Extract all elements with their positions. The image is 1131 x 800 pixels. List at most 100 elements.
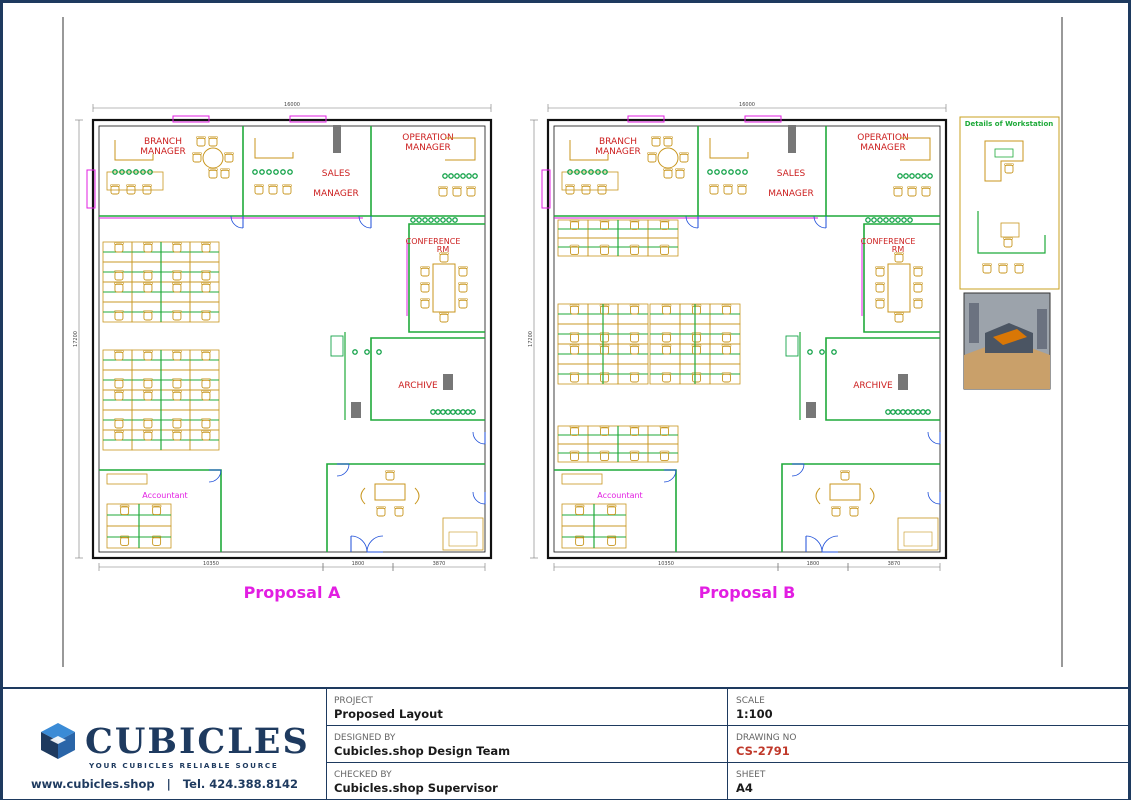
l-desk [984,140,1024,182]
plant [422,217,428,223]
chair-back [599,372,610,375]
chair [120,536,130,546]
chair-back [143,242,153,245]
chair [565,185,575,195]
chair [201,311,211,321]
chair [172,351,182,361]
lounge-partition [326,463,485,552]
chair [114,283,124,293]
column [898,374,908,390]
plant [266,169,272,175]
chair-back [192,152,202,155]
inner-wall [98,125,486,553]
desk [1000,222,1020,238]
chair-back [201,350,211,353]
chair-back [172,310,182,313]
chair-back [606,535,617,539]
inner-wall [553,125,941,553]
chair-back [709,184,719,187]
sheet-value: A4 [736,781,753,795]
chair-back [982,263,992,266]
plant [452,217,458,223]
chair-back [201,418,211,421]
contact-line: www.cubicles.shop | Tel. 424.388.8142 [3,777,326,791]
door-swing [208,469,222,483]
chair [722,333,731,343]
render-desk [993,329,1027,345]
dimension-label: 17200 [73,331,79,347]
room-label-sales: SALES [777,169,806,179]
plant [450,409,456,415]
plant [895,409,901,415]
column [806,402,816,418]
chair [660,220,669,230]
chair [570,305,579,315]
chair-back [574,504,585,508]
plant [921,173,927,179]
chair-back [565,184,575,187]
executive-desk [114,140,154,161]
plant [602,169,608,175]
chair [208,169,218,179]
chair [875,283,885,293]
designed-by-field: DESIGNED BY Cubicles.shop Design Team [326,726,728,763]
chair-back [629,304,640,307]
chair [570,452,579,462]
chair-back [458,298,468,301]
chair-back [114,390,124,393]
outer-wall [91,118,493,560]
chair-back [420,266,430,269]
chair-back [691,332,702,335]
window [86,169,96,209]
dimension-label: 17200 [528,331,534,347]
plant [442,173,448,179]
chair [630,305,639,315]
chair [831,507,841,517]
window [627,115,665,123]
chair-back [599,450,610,454]
chair-back [721,304,732,307]
chair [439,313,449,323]
lounge-seat [360,487,366,505]
chair [893,187,903,197]
plant [133,169,139,175]
chair-back [110,184,120,187]
chair-back [282,184,292,187]
plant [909,173,915,179]
plant [445,409,451,415]
plant [119,169,125,175]
chair [581,185,591,195]
chair [840,471,850,481]
plant [885,409,891,415]
plan-title: Proposal A [244,583,341,602]
chair-back [723,184,733,187]
chair [660,452,669,462]
dimension-label: 16000 [739,102,755,108]
round-table [657,147,679,169]
chair [152,536,162,546]
plant [742,169,748,175]
website-link[interactable]: www.cubicles.shop [30,777,155,791]
chair [570,345,579,355]
door-swing [927,431,941,445]
chair-back [629,344,640,347]
chair-back [691,304,702,307]
lounge-desk [829,483,861,501]
conference-partition [863,223,940,333]
chair [201,243,211,253]
chair-back [172,350,182,353]
chair-back [439,312,449,315]
chair [420,299,430,309]
chair [282,185,292,195]
chair [722,305,731,315]
chair [982,264,992,274]
plant [819,349,825,355]
window [541,169,551,209]
plant [147,169,153,175]
chair-back [1003,237,1013,240]
chair-back [114,378,124,381]
chair [110,185,120,195]
door-swing [472,431,486,445]
chair-back [659,219,670,223]
